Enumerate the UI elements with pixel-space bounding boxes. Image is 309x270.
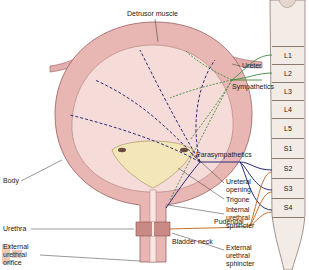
segment-label: S4	[284, 204, 293, 212]
leader-line	[232, 64, 240, 66]
nerve	[240, 162, 272, 190]
ureteral-opening-right	[180, 148, 188, 152]
ureteral-opening-left	[118, 148, 126, 152]
nerve	[196, 60, 215, 162]
leader-line	[40, 255, 140, 261]
segment-label: S2	[284, 165, 293, 173]
spinal-cord	[270, 0, 305, 270]
nerve	[200, 162, 240, 163]
part-label: Bladder neck	[172, 238, 213, 246]
spinal-segment: L4	[272, 100, 304, 118]
external-sphincter-shape	[136, 222, 170, 236]
segment-label: L4	[284, 106, 292, 114]
part-label: Pudendal	[214, 218, 244, 226]
nerve	[250, 172, 272, 226]
leader-line	[178, 168, 224, 199]
part-label: External urethral orifice	[3, 243, 43, 267]
nerve	[232, 73, 272, 80]
part-label: Detrusor muscle	[127, 10, 178, 18]
spinal-segment: S4	[272, 198, 304, 218]
nerve	[140, 50, 200, 162]
nerve	[95, 80, 200, 162]
part-label: External urethral sphincter	[226, 244, 270, 268]
nerve	[232, 80, 262, 81]
segment-label: L2	[284, 70, 292, 78]
part-label: Ureter	[242, 62, 261, 70]
leader-line	[168, 205, 224, 214]
spinal-segment: S2	[272, 158, 304, 178]
spinal-segment: L5	[272, 118, 304, 138]
part-label: Ureteral opening	[226, 178, 266, 194]
cord-top	[279, 0, 296, 8]
spinal-segment: S3	[272, 178, 304, 198]
part-label: Sympathetics	[232, 83, 274, 91]
nerve	[70, 115, 200, 162]
segment-label: L1	[284, 52, 292, 60]
spinal-segment: L1	[272, 46, 304, 64]
spinal-segment: L2	[272, 64, 304, 82]
segment-label: S1	[284, 145, 293, 153]
leader-line	[172, 233, 224, 250]
nerve	[232, 55, 272, 80]
urethra-gap	[152, 222, 154, 236]
nerve	[250, 192, 272, 226]
bladder-lumen	[72, 45, 233, 192]
leader-line	[31, 229, 134, 230]
segment-label: L5	[284, 125, 292, 133]
part-label: Urethra	[3, 225, 26, 233]
part-label: Parasympathetics	[196, 151, 252, 159]
leader-lines	[21, 19, 240, 261]
trigone-shape	[112, 141, 193, 188]
nerve	[185, 50, 232, 80]
sympathetic-nerves	[170, 50, 272, 200]
nerve	[240, 162, 272, 170]
segment-label: S3	[284, 185, 293, 193]
part-label: Body	[3, 177, 19, 185]
leader-line	[21, 160, 62, 181]
spinal-segment: L3	[272, 82, 304, 100]
part-label: Trigone	[226, 196, 249, 204]
nerve	[166, 162, 200, 208]
bladder-wall	[55, 22, 252, 262]
segment-label: L3	[284, 88, 292, 96]
parasympathetic-nerves	[70, 50, 272, 210]
leader-line	[155, 19, 158, 42]
spinal-segment: S1	[272, 138, 304, 158]
